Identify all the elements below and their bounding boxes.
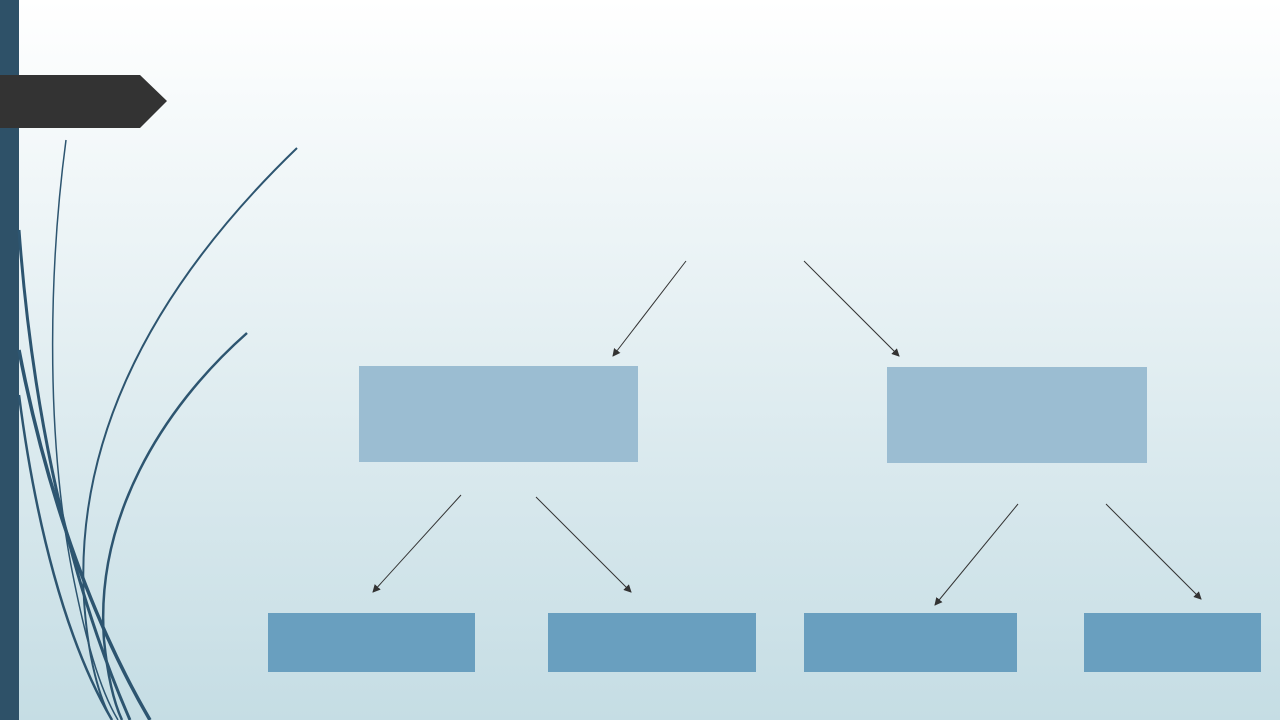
arrow-root-to-right-mid <box>803 260 900 357</box>
decor-curve <box>82 147 298 720</box>
decor-curve <box>17 229 132 720</box>
arrow-left-mid-to-leaf-1 <box>372 494 462 593</box>
diagram-node-leaf-3 <box>804 613 1017 672</box>
diagram-node-leaf-4 <box>1084 613 1261 672</box>
decor-curve <box>51 139 119 720</box>
diagram-node-left-mid <box>359 366 638 462</box>
left-accent-bar <box>0 0 19 720</box>
diagram-node-right-mid <box>887 367 1147 463</box>
arrow-root-to-left-mid <box>612 260 687 357</box>
arrow-right-mid-to-leaf-3 <box>934 503 1019 606</box>
decor-curve <box>17 349 152 720</box>
decor-curve <box>17 394 114 720</box>
title-tab <box>0 75 167 128</box>
diagram-node-leaf-2 <box>548 613 756 672</box>
arrow-left-mid-to-leaf-2 <box>535 496 632 593</box>
arrow-right-mid-to-leaf-4 <box>1105 503 1202 600</box>
diagram-node-leaf-1 <box>268 613 475 672</box>
decor-curve <box>101 332 248 720</box>
